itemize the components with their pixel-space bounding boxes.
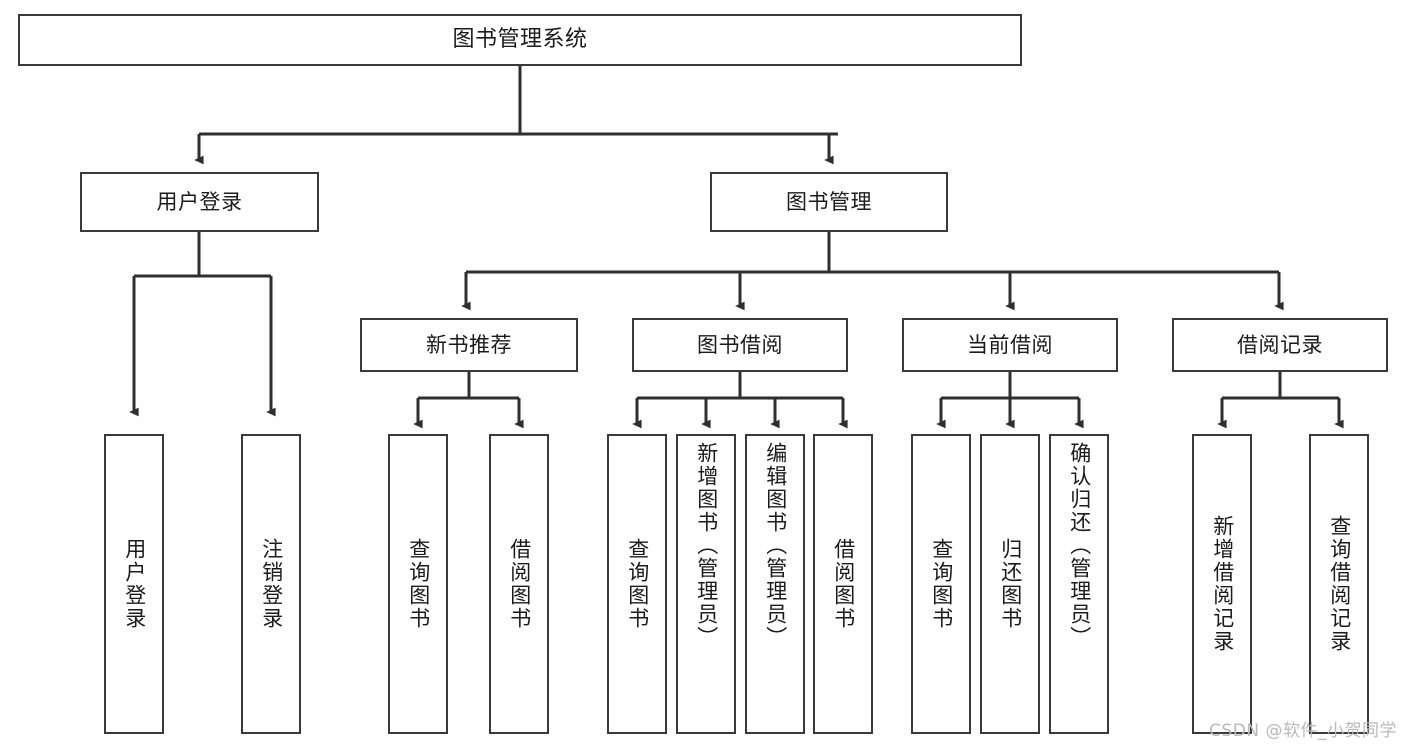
- node-leaf-edit-book-label: 编辑图书（管理员）: [763, 442, 788, 649]
- node-borrow-record[interactable]: 借阅记录: [1172, 318, 1388, 372]
- node-root-label: 图书管理系统: [452, 27, 588, 53]
- node-leaf-borrow-book-2-label: 借阅图书: [831, 538, 856, 630]
- node-current-borrow-label: 当前借阅: [967, 332, 1053, 357]
- node-leaf-borrow-book-1[interactable]: 借阅图书: [489, 434, 549, 734]
- node-leaf-query-record-label: 查询借阅记录: [1327, 515, 1352, 653]
- node-book-borrow-label: 图书借阅: [697, 332, 783, 357]
- node-book-manage-label: 图书管理: [786, 189, 872, 214]
- node-leaf-confirm-return-label: 确认归还（管理员）: [1067, 442, 1092, 649]
- node-user-login-label: 用户登录: [156, 189, 243, 214]
- node-leaf-query-book-2-label: 查询图书: [625, 538, 650, 630]
- node-leaf-return-book[interactable]: 归还图书: [980, 434, 1040, 734]
- node-book-borrow[interactable]: 图书借阅: [632, 318, 848, 372]
- node-leaf-user-login-label: 用户登录: [122, 538, 147, 630]
- node-leaf-add-book[interactable]: 新增图书（管理员）: [676, 434, 736, 734]
- node-leaf-user-login[interactable]: 用户登录: [104, 434, 164, 734]
- watermark: CSDN @软件_小贺同学: [1209, 721, 1397, 741]
- node-leaf-logout-login-label: 注销登录: [259, 538, 284, 630]
- node-leaf-return-book-label: 归还图书: [998, 538, 1023, 630]
- node-leaf-edit-book[interactable]: 编辑图书（管理员）: [745, 434, 805, 734]
- node-user-login[interactable]: 用户登录: [80, 172, 319, 232]
- node-leaf-borrow-book-1-label: 借阅图书: [507, 538, 532, 630]
- node-borrow-record-label: 借阅记录: [1237, 332, 1323, 357]
- node-leaf-add-record[interactable]: 新增借阅记录: [1192, 434, 1252, 734]
- node-leaf-add-book-label: 新增图书（管理员）: [694, 442, 719, 649]
- node-leaf-query-book-2[interactable]: 查询图书: [607, 434, 667, 734]
- node-leaf-logout-login[interactable]: 注销登录: [241, 434, 301, 734]
- node-leaf-query-book-3-label: 查询图书: [929, 538, 954, 630]
- node-root[interactable]: 图书管理系统: [18, 14, 1022, 66]
- node-leaf-query-record[interactable]: 查询借阅记录: [1309, 434, 1369, 734]
- node-leaf-query-book-1[interactable]: 查询图书: [388, 434, 448, 734]
- node-new-book-recommend[interactable]: 新书推荐: [360, 318, 578, 372]
- node-leaf-query-book-3[interactable]: 查询图书: [911, 434, 971, 734]
- node-leaf-query-book-1-label: 查询图书: [406, 538, 431, 630]
- node-leaf-confirm-return[interactable]: 确认归还（管理员）: [1049, 434, 1109, 734]
- node-book-manage[interactable]: 图书管理: [710, 172, 948, 232]
- node-leaf-borrow-book-2[interactable]: 借阅图书: [813, 434, 873, 734]
- node-current-borrow[interactable]: 当前借阅: [902, 318, 1118, 372]
- node-leaf-add-record-label: 新增借阅记录: [1210, 515, 1235, 653]
- node-new-book-recommend-label: 新书推荐: [426, 332, 512, 357]
